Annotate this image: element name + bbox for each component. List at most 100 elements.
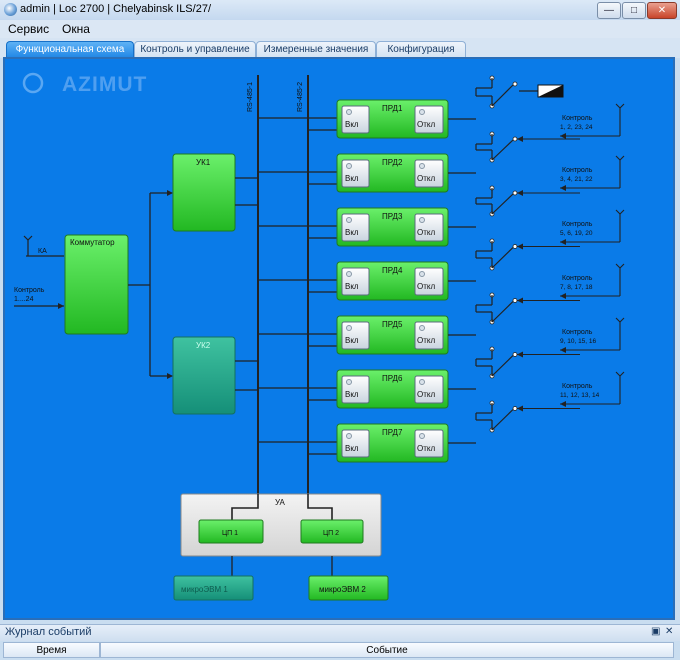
column-header-event[interactable]: Событие xyxy=(100,642,674,658)
antenna-switch xyxy=(475,238,580,271)
prd-label: ПРД7 xyxy=(382,428,403,437)
status-led-icon xyxy=(346,109,352,115)
prd-off-label: Откл xyxy=(417,336,435,345)
menu-windows[interactable]: Окна xyxy=(62,22,90,36)
antenna-switch xyxy=(475,292,580,325)
prd-on-label: Вкл xyxy=(345,174,359,183)
cp1-block[interactable] xyxy=(198,519,264,544)
status-led-icon xyxy=(346,325,352,331)
cp1-label: ЦП 1 xyxy=(222,530,238,537)
micro-evm-1-block[interactable] xyxy=(173,575,254,601)
prd-on-label: Вкл xyxy=(345,282,359,291)
control-numbers: 1, 2, 23, 24 xyxy=(560,124,593,131)
bus-lines xyxy=(257,75,309,505)
control-label-group: Контроль 1, 2, 23, 24 xyxy=(560,103,625,139)
control-numbers: 3, 4, 21, 22 xyxy=(560,176,593,183)
status-led-icon xyxy=(346,217,352,223)
tab-measured-values[interactable]: Измеренные значения xyxy=(256,41,376,58)
uk1-label: УК1 xyxy=(196,158,211,167)
prd-on-label: Вкл xyxy=(345,444,359,453)
event-log-pin-button[interactable]: ▣ xyxy=(651,626,661,637)
prd-off-label: Откл xyxy=(417,282,435,291)
commutator-block[interactable] xyxy=(64,234,129,335)
maximize-button[interactable]: □ xyxy=(622,2,646,19)
tab-bar: Функциональная схема Контроль и управлен… xyxy=(0,38,680,58)
tab-control[interactable]: Контроль и управление xyxy=(134,41,256,58)
control-numbers: 11, 12, 13, 14 xyxy=(560,392,600,399)
menu-bar: Сервис Окна xyxy=(0,20,680,38)
uk1-block[interactable] xyxy=(172,153,236,232)
minimize-button[interactable]: — xyxy=(597,2,621,19)
event-log-close-button[interactable]: ✕ xyxy=(665,626,674,637)
event-log-bar: Журнал событий ▣ ✕ xyxy=(0,624,680,641)
bus-label-1: RS-485-1 xyxy=(247,82,254,112)
prd-label: ПРД3 xyxy=(382,212,403,221)
app-icon xyxy=(4,3,17,16)
control-numbers: 5, 6, 19, 20 xyxy=(560,230,593,237)
tab-functional-scheme[interactable]: Функциональная схема xyxy=(6,41,134,58)
dummy-load-symbol xyxy=(519,84,564,98)
commutator-inputs xyxy=(14,235,64,309)
status-led-icon xyxy=(419,379,425,385)
status-led-icon xyxy=(419,325,425,331)
control-title: Контроль xyxy=(562,115,593,122)
control-numbers: 7, 8, 17, 18 xyxy=(560,284,593,291)
antenna-icon xyxy=(615,209,621,215)
uk2-label: УК2 xyxy=(196,341,211,350)
prd-on-label: Вкл xyxy=(345,120,359,129)
control-label-group: Контроль 11, 12, 13, 14 xyxy=(560,371,625,407)
antenna-switch xyxy=(475,346,580,379)
prd-label: ПРД5 xyxy=(382,320,403,329)
control-label-group: Контроль 5, 6, 19, 20 xyxy=(560,209,625,245)
menu-service[interactable]: Сервис xyxy=(8,22,50,36)
prd-off-label: Откл xyxy=(417,174,435,183)
antenna-icon xyxy=(615,155,621,161)
status-led-icon xyxy=(346,271,352,277)
ua-internal-lines xyxy=(231,494,333,520)
tab-configuration[interactable]: Конфигурация xyxy=(376,41,466,58)
column-header-time[interactable]: Время xyxy=(3,642,100,658)
commutator-to-uk-lines xyxy=(128,190,173,379)
control-title: Контроль xyxy=(562,383,593,390)
micro-evm-2-label: микроЭВМ 2 xyxy=(319,585,366,594)
cp2-block[interactable] xyxy=(300,519,364,544)
micro-evm-2-block[interactable] xyxy=(308,575,389,601)
close-button[interactable]: ✕ xyxy=(647,2,677,19)
prd-on-label: Вкл xyxy=(345,228,359,237)
azimut-logo: AZIMUT xyxy=(22,72,147,96)
status-led-icon xyxy=(419,433,425,439)
micro-evm-1-label: микроЭВМ 1 xyxy=(181,585,228,594)
status-led-icon xyxy=(346,433,352,439)
antenna-switch xyxy=(475,400,580,433)
prd-off-label: Откл xyxy=(417,228,435,237)
control-label-group: Контроль 7, 8, 17, 18 xyxy=(560,263,625,299)
control-title: Контроль xyxy=(562,221,593,228)
antenna-icon xyxy=(615,317,621,323)
uk2-block[interactable] xyxy=(172,336,236,415)
status-led-icon xyxy=(346,379,352,385)
logo-text: AZIMUT xyxy=(62,73,147,96)
commutator-label: Коммутатор xyxy=(70,238,115,247)
antenna-icon xyxy=(615,103,621,109)
status-led-icon xyxy=(419,271,425,277)
status-led-icon xyxy=(419,109,425,115)
input-ka-label: КА xyxy=(38,248,47,255)
uk-to-bus-lines xyxy=(235,177,258,391)
cp2-label: ЦП 2 xyxy=(323,530,339,537)
status-led-icon xyxy=(419,163,425,169)
antenna-icon xyxy=(615,263,621,269)
event-log-title: Журнал событий xyxy=(5,626,92,638)
antenna-switch xyxy=(475,185,580,217)
control-title: Контроль xyxy=(562,167,593,174)
prd-on-label: Вкл xyxy=(345,336,359,345)
control-title: Контроль xyxy=(562,275,593,282)
control-label-group: Контроль 3, 4, 21, 22 xyxy=(560,155,625,191)
